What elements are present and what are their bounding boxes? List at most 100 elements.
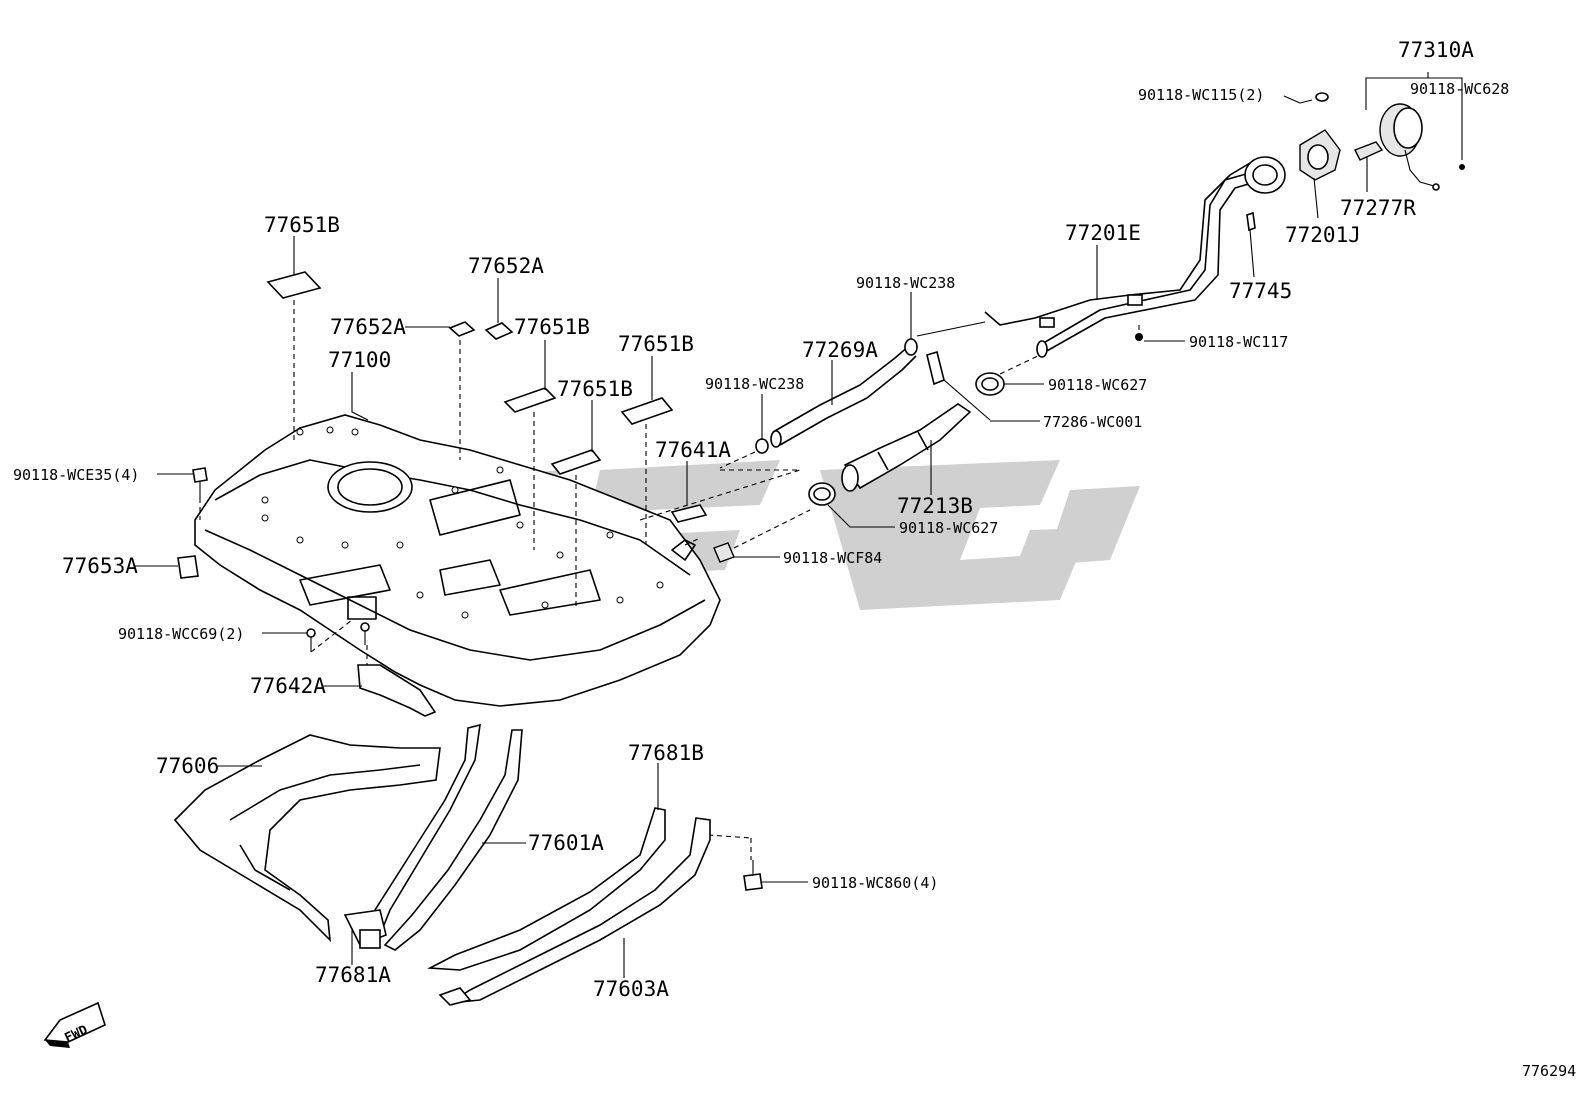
insulator-77651B-d bbox=[620, 397, 674, 425]
label-77601A[interactable]: 77601A bbox=[528, 831, 604, 855]
hole bbox=[416, 591, 424, 599]
label-90118-wc115[interactable]: 90118-WC115(2) bbox=[1138, 86, 1264, 104]
hose-outer bbox=[772, 344, 911, 433]
bracket-77642A bbox=[357, 645, 437, 717]
insulator-pads bbox=[177, 271, 708, 579]
fuel-cap-tether bbox=[1404, 149, 1435, 187]
filler-pipe-end bbox=[1036, 340, 1048, 358]
label-77681A[interactable]: 77681A bbox=[315, 963, 391, 987]
hole bbox=[261, 514, 269, 522]
insulator-77652A-b bbox=[484, 322, 514, 340]
clip-dash bbox=[733, 509, 811, 549]
label-77286-wc001[interactable]: 77286-WC001 bbox=[1043, 413, 1142, 431]
label-77651B-c[interactable]: 77651B bbox=[618, 332, 694, 356]
label-77213B[interactable]: 77213B bbox=[897, 494, 973, 518]
label-77745[interactable]: 77745 bbox=[1229, 279, 1292, 303]
label-90118-wc860[interactable]: 90118-WC860(4) bbox=[812, 874, 938, 892]
label-90118-wc627-top[interactable]: 90118-WC627 bbox=[1048, 376, 1147, 394]
label-77641A[interactable]: 77641A bbox=[655, 438, 731, 462]
clamp-inner bbox=[813, 487, 831, 501]
label-77681B[interactable]: 77681B bbox=[628, 741, 704, 765]
label-90118-wcf84[interactable]: 90118-WCF84 bbox=[783, 549, 882, 567]
label-77269A[interactable]: 77269A bbox=[802, 338, 878, 362]
bolt-wc860 bbox=[743, 860, 763, 891]
screw-wc117 bbox=[1135, 325, 1143, 341]
bolt-head bbox=[360, 622, 370, 632]
clamp-wc238-top bbox=[904, 321, 986, 356]
label-77642A[interactable]: 77642A bbox=[250, 674, 326, 698]
label-77277R[interactable]: 77277R bbox=[1340, 196, 1416, 220]
pipe-clip bbox=[1127, 294, 1143, 306]
label-77100[interactable]: 77100 bbox=[328, 348, 391, 372]
hole bbox=[461, 611, 469, 619]
fuel-tank-panel-3 bbox=[499, 569, 601, 616]
band-end-bracket bbox=[359, 929, 381, 949]
label-77652A-b[interactable]: 77652A bbox=[330, 315, 406, 339]
filler-seal-77201J bbox=[1299, 129, 1341, 181]
dash bbox=[707, 834, 752, 839]
label-77606[interactable]: 77606 bbox=[156, 754, 219, 778]
label-77603A[interactable]: 77603A bbox=[593, 977, 669, 1001]
hose-ring bbox=[917, 431, 929, 451]
protector-body bbox=[173, 734, 441, 943]
label-90118-wc628[interactable]: 90118-WC628 bbox=[1410, 80, 1509, 98]
bumper-77745 bbox=[1246, 211, 1256, 232]
hole bbox=[341, 541, 349, 549]
fuel-cap-face bbox=[1393, 107, 1423, 149]
seal-hole bbox=[1307, 144, 1329, 170]
label-77653A[interactable]: 77653A bbox=[62, 554, 138, 578]
fwd-arrow-shadow bbox=[45, 1040, 70, 1048]
label-77651B-d[interactable]: 77651B bbox=[557, 377, 633, 401]
fuel-cap-77310A bbox=[1379, 103, 1440, 191]
label-77651B-b[interactable]: 77651B bbox=[514, 315, 590, 339]
hole bbox=[451, 486, 459, 494]
leader bbox=[1249, 229, 1255, 278]
label-90118-wc238-top[interactable]: 90118-WC238 bbox=[856, 274, 955, 292]
label-90118-wce35[interactable]: 90118-WCE35(4) bbox=[13, 466, 139, 484]
label-77201J[interactable]: 77201J bbox=[1285, 223, 1361, 247]
bolt-head bbox=[743, 873, 763, 891]
label-77652A-a[interactable]: 77652A bbox=[468, 254, 544, 278]
clamp-wc627-bottom bbox=[808, 482, 836, 506]
hose-end bbox=[841, 464, 859, 492]
insulator-77651B-b bbox=[503, 387, 557, 413]
clamp-dash bbox=[999, 354, 1041, 375]
fuel-tank-holes bbox=[261, 426, 664, 619]
breather-pipe bbox=[984, 159, 1256, 326]
label-90118-wc238-bottom[interactable]: 90118-WC238 bbox=[705, 375, 804, 393]
hole bbox=[296, 428, 304, 436]
hole bbox=[396, 541, 404, 549]
leader bbox=[1365, 72, 1429, 110]
label-77201E[interactable]: 77201E bbox=[1065, 221, 1141, 245]
screw-shank bbox=[1299, 99, 1313, 104]
pipe-clip bbox=[1039, 317, 1055, 328]
label-90118-wc117[interactable]: 90118-WC117 bbox=[1189, 333, 1288, 351]
watermark-shape-3 bbox=[820, 460, 1090, 610]
clamp-ring bbox=[755, 438, 769, 454]
bolt-head bbox=[306, 628, 316, 638]
label-90118-wc627-bottom[interactable]: 90118-WC627 bbox=[899, 519, 998, 537]
leader bbox=[827, 504, 895, 528]
filler-mouth bbox=[1244, 156, 1286, 194]
bolt-head bbox=[192, 467, 208, 483]
hole bbox=[326, 426, 334, 434]
fuel-tank bbox=[194, 414, 721, 707]
fwd-arrow: FWD bbox=[43, 1001, 106, 1048]
bolt-wcc69 bbox=[306, 619, 370, 653]
hose-77213B bbox=[841, 403, 972, 492]
label-77651B-a[interactable]: 77651B bbox=[264, 213, 340, 237]
label-77310A[interactable]: 77310A bbox=[1398, 38, 1474, 62]
band-body bbox=[427, 807, 666, 971]
fuel-cap-tether-end bbox=[1432, 183, 1440, 191]
filler-mouth-inner bbox=[1252, 164, 1278, 186]
leader bbox=[1313, 177, 1319, 219]
hole bbox=[606, 531, 614, 539]
hose-end bbox=[770, 430, 782, 448]
label-90118-wcc69[interactable]: 90118-WCC69(2) bbox=[118, 625, 244, 643]
clamp-inner bbox=[981, 377, 999, 391]
hole bbox=[261, 496, 269, 504]
insulator-77651B-c bbox=[550, 449, 602, 475]
filler-pipe-main-outer bbox=[1039, 169, 1261, 346]
reference-number: 776294 bbox=[1522, 1062, 1576, 1080]
